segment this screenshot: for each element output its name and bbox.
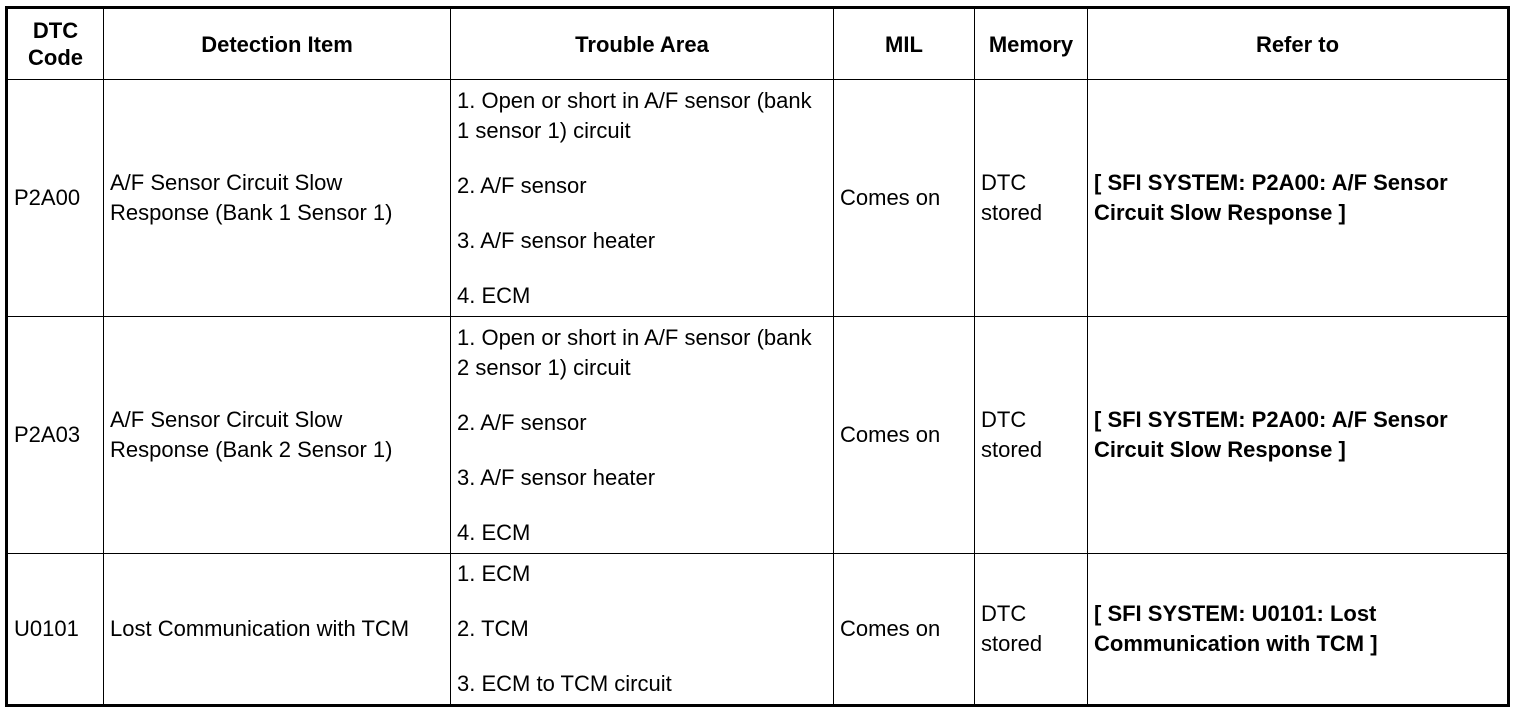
trouble-area-item: 3. A/F sensor heater: [457, 464, 656, 490]
trouble-area-cell: 1. ECM 2. TCM 3. ECM to TCM circuit: [450, 553, 834, 706]
dtc-code-cell: U0101: [6, 553, 104, 706]
memory-cell: DTC stored: [974, 79, 1088, 317]
mil-cell: Comes on: [833, 553, 975, 706]
trouble-area-item: 4. ECM: [457, 519, 531, 545]
refer-to-link[interactable]: [ SFI SYSTEM: U0101: Lost Communication …: [1087, 553, 1509, 706]
trouble-area-item: 4. ECM: [457, 282, 531, 308]
dtc-table: DTC Code Detection Item Trouble Area MIL…: [5, 6, 1510, 707]
trouble-area-list: 1. Open or short in A/F sensor (bank 2 s…: [457, 323, 827, 548]
header-row: DTC Code Detection Item Trouble Area MIL…: [6, 7, 1509, 80]
trouble-area-item: 3. ECM to TCM circuit: [457, 671, 672, 696]
trouble-area-item: 2. A/F sensor: [457, 172, 587, 198]
detection-item-cell: A/F Sensor Circuit Slow Response (Bank 2…: [103, 316, 451, 554]
mil-cell: Comes on: [833, 79, 975, 317]
trouble-area-item: 2. TCM: [457, 616, 529, 641]
dtc-code-cell: P2A03: [6, 316, 104, 554]
trouble-area-item: 3. A/F sensor heater: [457, 227, 656, 253]
memory-cell: DTC stored: [974, 316, 1088, 554]
table-row: U0101 Lost Communication with TCM 1. ECM…: [6, 553, 1509, 706]
detection-item-cell: Lost Communication with TCM: [103, 553, 451, 706]
trouble-area-list: 1. ECM 2. TCM 3. ECM to TCM circuit: [457, 559, 827, 699]
trouble-area-cell: 1. Open or short in A/F sensor (bank 1 s…: [450, 79, 834, 317]
trouble-area-cell: 1. Open or short in A/F sensor (bank 2 s…: [450, 316, 834, 554]
table-row: P2A03 A/F Sensor Circuit Slow Response (…: [6, 316, 1509, 554]
trouble-area-item: 1. ECM: [457, 561, 531, 586]
trouble-area-item: 1. Open or short in A/F sensor (bank 2 s…: [457, 324, 812, 380]
dtc-code-cell: P2A00: [6, 79, 104, 317]
trouble-area-item: 1. Open or short in A/F sensor (bank 1 s…: [457, 87, 812, 143]
table-row: P2A00 A/F Sensor Circuit Slow Response (…: [6, 79, 1509, 317]
refer-to-link[interactable]: [ SFI SYSTEM: P2A00: A/F Sensor Circuit …: [1087, 79, 1509, 317]
header-detection-item: Detection Item: [103, 7, 451, 80]
detection-item-cell: A/F Sensor Circuit Slow Response (Bank 1…: [103, 79, 451, 317]
mil-cell: Comes on: [833, 316, 975, 554]
header-refer-to: Refer to: [1087, 7, 1509, 80]
header-memory: Memory: [974, 7, 1088, 80]
header-mil: MIL: [833, 7, 975, 80]
trouble-area-item: 2. A/F sensor: [457, 409, 587, 435]
refer-to-link[interactable]: [ SFI SYSTEM: P2A00: A/F Sensor Circuit …: [1087, 316, 1509, 554]
trouble-area-list: 1. Open or short in A/F sensor (bank 1 s…: [457, 86, 827, 311]
header-trouble-area: Trouble Area: [450, 7, 834, 80]
memory-cell: DTC stored: [974, 553, 1088, 706]
header-dtc-code: DTC Code: [6, 7, 104, 80]
